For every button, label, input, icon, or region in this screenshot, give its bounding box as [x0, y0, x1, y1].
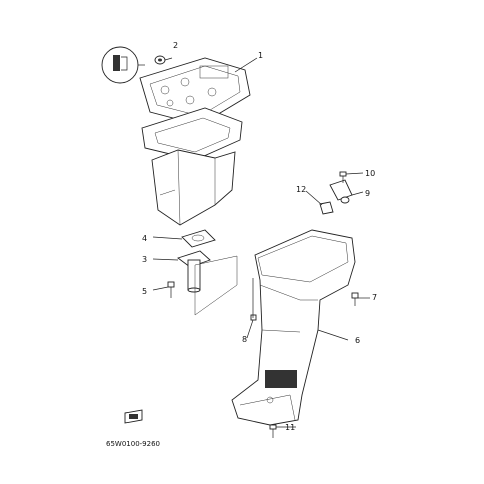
callout-11: 11 [285, 423, 295, 432]
gasket-part-4 [181, 229, 216, 248]
callout-9: 9 [365, 189, 370, 198]
bolt-part-5 [167, 281, 175, 298]
bolt-part-7 [351, 292, 359, 306]
lower-casing-part-6 [231, 229, 356, 426]
callout-6: 6 [355, 336, 360, 345]
gasket-plate [141, 107, 243, 161]
plate-part-12 [319, 201, 334, 215]
bolt-part-11 [269, 424, 277, 438]
detail-circle [101, 46, 145, 84]
long-bolt-part-8 [250, 278, 257, 321]
callout-5: 5 [142, 287, 147, 296]
callout-8: 8 [242, 335, 247, 344]
callout-3: 3 [142, 255, 147, 264]
callout-10: 10 [365, 169, 375, 178]
callout-2: 2 [173, 41, 178, 50]
water-pipe-part-3 [177, 250, 211, 293]
washer-part-2 [154, 55, 166, 65]
callout-1: 1 [258, 51, 263, 60]
callout-7: 7 [372, 293, 377, 302]
leader-box [194, 255, 238, 316]
callout-4: 4 [142, 234, 147, 243]
exhaust-housing [151, 149, 236, 226]
logo-badge [124, 409, 143, 424]
clamp-part-9 [329, 179, 353, 204]
top-bracket-part-1 [139, 57, 251, 126]
callout-12: 12 [296, 185, 306, 194]
part-code: 65W0100-9260 [106, 440, 160, 448]
